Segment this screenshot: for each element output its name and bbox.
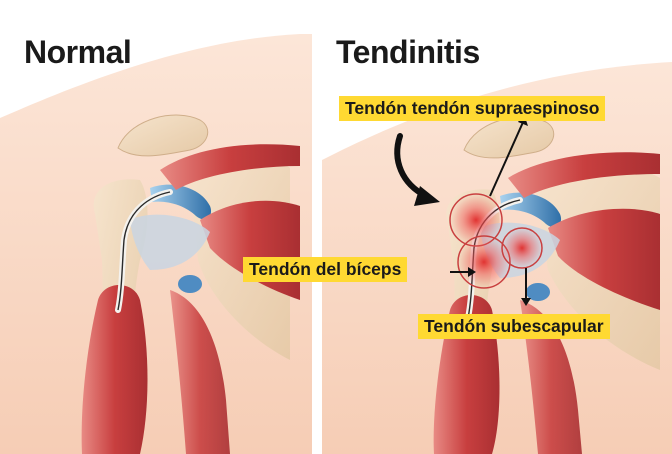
callout-biceps-tendon: Tendón del bíceps: [243, 257, 407, 282]
panel-title-normal: Normal: [24, 36, 131, 68]
lesser-tubercle: [178, 275, 202, 293]
callout-supraspinatus-tendon: Tendón tendón supraespinoso: [339, 96, 605, 121]
inflammation-subscapularis: [502, 228, 542, 268]
panel-title-tendinitis: Tendinitis: [336, 36, 480, 68]
normal-shoulder: [0, 34, 312, 454]
callout-subscapularis-tendon: Tendón subescapular: [418, 314, 610, 339]
